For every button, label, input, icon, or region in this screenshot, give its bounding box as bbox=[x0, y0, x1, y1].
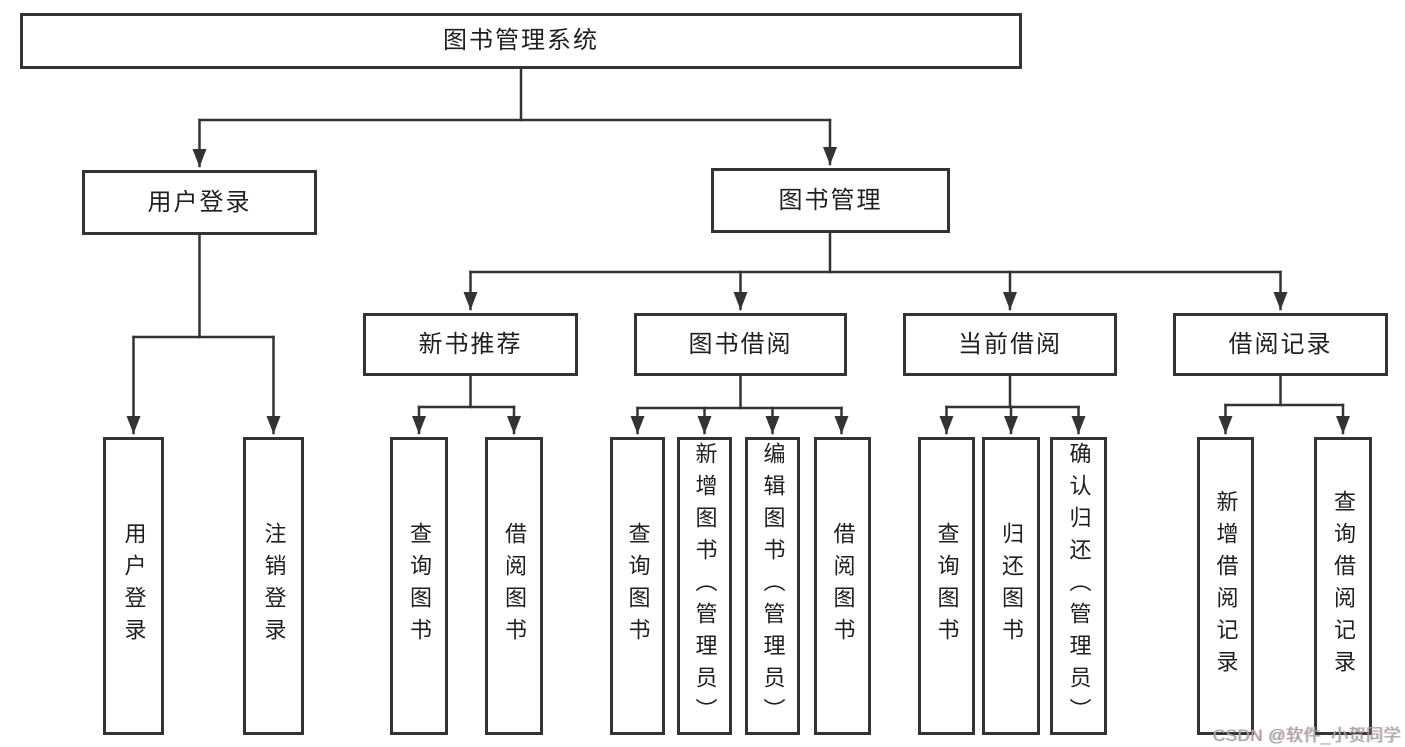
node-leaf-query-books-2: 查询图书 bbox=[610, 437, 665, 735]
leaf-label: 注销登录 bbox=[261, 522, 287, 650]
node-new-book-recommendation: 新书推荐 bbox=[363, 313, 578, 376]
leaf-label: 编辑图书（管理员） bbox=[760, 442, 786, 730]
leaf-label: 查询图书 bbox=[934, 522, 960, 650]
node-leaf-add-borrow-record: 新增借阅记录 bbox=[1197, 437, 1254, 735]
leaf-label: 新增图书（管理员） bbox=[692, 442, 718, 730]
node-leaf-confirm-return-admin: 确认归还（管理员） bbox=[1050, 437, 1107, 735]
leaf-label: 借阅图书 bbox=[502, 522, 527, 650]
node-borrowing-records: 借阅记录 bbox=[1173, 313, 1388, 376]
leaf-label: 用户登录 bbox=[121, 522, 147, 650]
csdn-watermark: CSDN @软件_小贺同学 bbox=[1212, 726, 1401, 745]
node-leaf-query-books-3: 查询图书 bbox=[918, 437, 975, 735]
node-leaf-edit-book-admin: 编辑图书（管理员） bbox=[745, 437, 800, 735]
leaf-label: 归还图书 bbox=[999, 522, 1024, 650]
node-book-management: 图书管理 bbox=[711, 168, 950, 233]
node-leaf-borrow-books-1: 借阅图书 bbox=[485, 437, 543, 735]
node-library-management-system: 图书管理系统 bbox=[20, 13, 1022, 69]
leaf-label: 新增借阅记录 bbox=[1213, 490, 1239, 682]
node-leaf-return-book: 归还图书 bbox=[982, 437, 1040, 735]
node-leaf-user-login: 用户登录 bbox=[103, 437, 164, 735]
node-leaf-add-book-admin: 新增图书（管理员） bbox=[677, 437, 732, 735]
node-current-borrowing: 当前借阅 bbox=[903, 313, 1117, 376]
node-user-login: 用户登录 bbox=[82, 170, 317, 235]
node-leaf-query-books-1: 查询图书 bbox=[390, 437, 448, 735]
leaf-label: 借阅图书 bbox=[830, 522, 856, 650]
node-book-borrowing: 图书借阅 bbox=[634, 313, 847, 376]
leaf-label: 查询图书 bbox=[407, 522, 432, 650]
leaf-label: 查询图书 bbox=[625, 522, 651, 650]
leaf-label: 查询借阅记录 bbox=[1331, 490, 1356, 682]
node-leaf-borrow-books-2: 借阅图书 bbox=[814, 437, 871, 735]
node-leaf-query-borrow-record: 查询借阅记录 bbox=[1314, 437, 1372, 735]
leaf-label: 确认归还（管理员） bbox=[1066, 442, 1092, 730]
node-leaf-logout: 注销登录 bbox=[243, 437, 304, 735]
